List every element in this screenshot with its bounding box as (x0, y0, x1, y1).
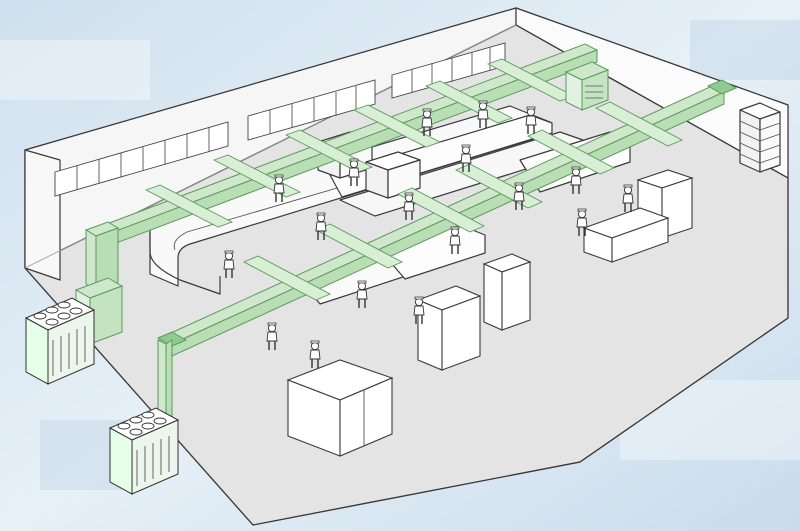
storage-rack-icon (739, 102, 781, 173)
machine-mid-a (482, 253, 532, 331)
ahu-unit-icon (74, 61, 610, 345)
left-wall (24, 149, 61, 281)
windows (54, 42, 506, 197)
machine-mid-b (416, 285, 482, 371)
machines (286, 169, 694, 457)
machine-front (286, 359, 394, 457)
ductwork (63, 43, 738, 449)
machine-right-a (582, 169, 694, 263)
